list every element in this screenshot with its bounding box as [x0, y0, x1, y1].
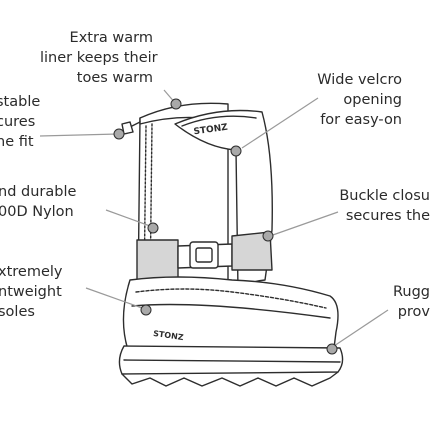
callout-rugged-line-1: Rugg: [392, 284, 430, 300]
callout-adjustable-line-1: stable: [0, 94, 41, 110]
callout-soles-line-2: ntweight: [0, 284, 62, 300]
callout-velcro: Wide velcro opening for easy-on: [288, 70, 402, 130]
callout-liner: Extra warm liner keeps their toes warm: [40, 28, 158, 88]
leader-rugged: [333, 309, 389, 347]
dot-rugged: [326, 343, 338, 355]
callout-buckle: Buckle closu secures the: [318, 186, 430, 226]
boot-lower-shell: [122, 276, 339, 351]
callout-adjustable: stable cures he fit: [0, 92, 40, 152]
leader-soles: [85, 287, 143, 309]
callout-buckle-line-2: secures the: [345, 208, 430, 224]
callout-soles-line-3: soles: [0, 304, 35, 320]
leader-velcro: [241, 97, 319, 149]
leader-nylon: [105, 209, 151, 227]
flap-brand-logo: STONZ: [193, 123, 229, 138]
callout-rugged-line-2: prov: [397, 304, 430, 320]
callout-nylon-line-2: 00D Nylon: [0, 204, 74, 220]
callout-nylon-line-1: nd durable: [0, 184, 77, 200]
dot-nylon: [147, 222, 159, 234]
callout-velcro-line-1: Wide velcro: [317, 72, 402, 88]
dot-adjustable: [113, 128, 125, 140]
callout-buckle-line-1: Buckle closu: [339, 188, 430, 204]
callout-rugged: Rugg prov: [370, 282, 430, 322]
leader-adjustable: [39, 133, 119, 137]
shell-brand-logo: STONZ: [153, 329, 185, 342]
dot-soles: [140, 304, 152, 316]
buckle-clip: [189, 241, 219, 269]
callout-velcro-line-2: opening: [343, 92, 402, 108]
dot-liner: [170, 98, 182, 110]
callout-nylon: nd durable 00D Nylon: [0, 182, 76, 222]
callout-velcro-line-3: for easy-on: [320, 112, 402, 128]
callout-liner-line-2: liner keeps their: [40, 50, 158, 66]
leader-buckle: [269, 211, 339, 237]
callout-adjustable-line-2: cures: [0, 114, 36, 130]
dot-velcro: [230, 145, 242, 157]
callout-soles-line-1: xtremely: [0, 264, 63, 280]
callout-liner-line-1: Extra warm: [69, 30, 153, 46]
buckle-strap-right: [231, 231, 273, 271]
callout-adjustable-line-3: he fit: [0, 134, 34, 150]
boot-tread: [121, 371, 339, 387]
callout-liner-line-3: toes warm: [76, 70, 153, 86]
dot-buckle: [262, 230, 274, 242]
callout-soles: xtremely ntweight soles: [0, 262, 63, 322]
